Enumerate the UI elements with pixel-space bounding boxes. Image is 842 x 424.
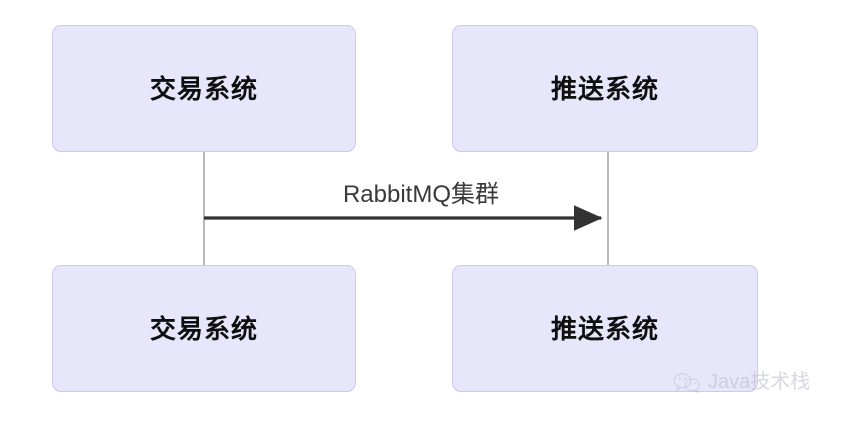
node-label: 推送系统	[550, 73, 659, 104]
node-trade-system-bottom[interactable]: 交易系统	[52, 265, 356, 392]
node-push-system-top[interactable]: 推送系统	[452, 25, 758, 152]
node-label: 交易系统	[149, 313, 258, 344]
node-push-system-bottom[interactable]: 推送系统	[452, 265, 758, 392]
watermark-text: Java技术栈	[708, 371, 811, 393]
watermark: Java技术栈	[672, 371, 810, 393]
node-label: 交易系统	[149, 73, 258, 104]
node-trade-system-top[interactable]: 交易系统	[52, 25, 356, 152]
edge-label-rabbitmq-cluster: RabbitMQ集群	[342, 181, 500, 208]
node-label: 推送系统	[550, 313, 659, 344]
wechat-icon	[673, 373, 700, 393]
connector-line-right	[607, 152, 609, 265]
connector-line-left	[203, 152, 205, 265]
